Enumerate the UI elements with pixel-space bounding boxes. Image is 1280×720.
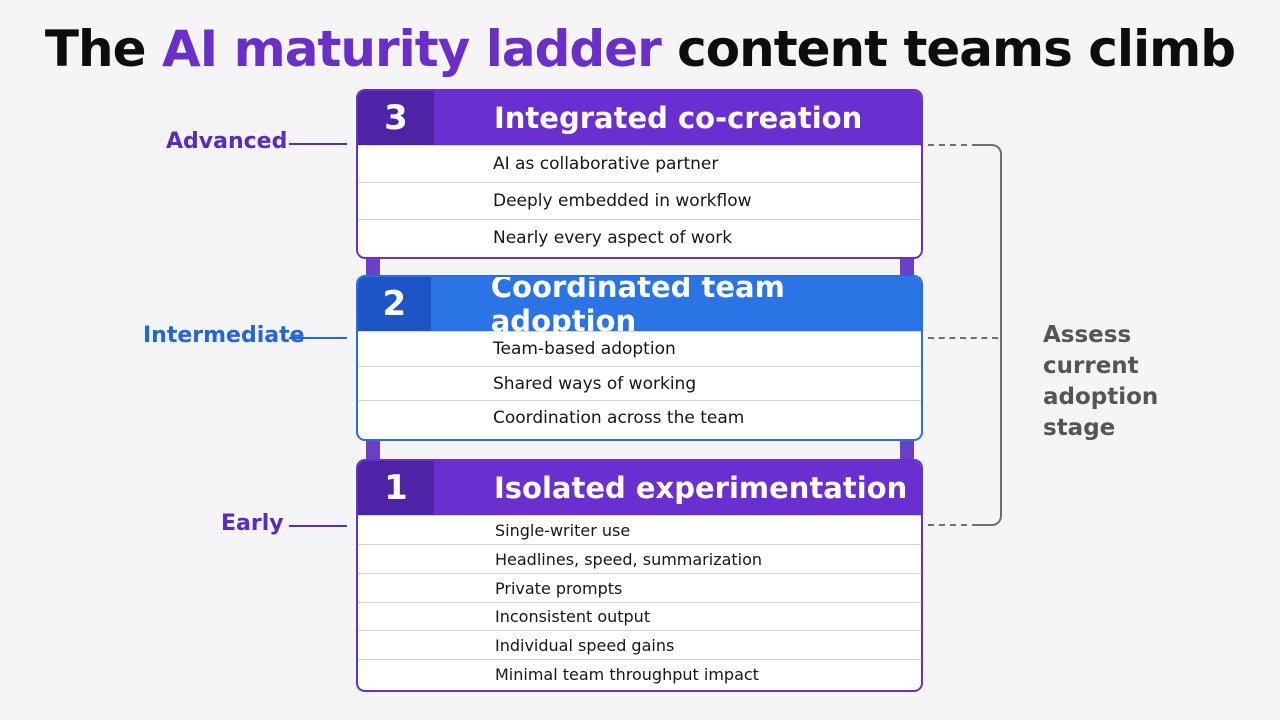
level-1-item: Minimal team throughput impact bbox=[358, 659, 921, 688]
level-label-advanced: Advanced bbox=[166, 129, 288, 154]
level-1-item: Single-writer use bbox=[358, 515, 921, 544]
dashed-connector-middle bbox=[928, 337, 998, 339]
level-connector-intermediate bbox=[289, 337, 347, 339]
level-3-item: Deeply embedded in workflow bbox=[358, 182, 921, 219]
assess-stage-note: Assess current adoption stage bbox=[1043, 320, 1243, 444]
level-1-item: Private prompts bbox=[358, 573, 921, 602]
level-connector-advanced bbox=[289, 143, 347, 145]
level-2-title: Coordinated team adoption bbox=[490, 275, 785, 338]
level-1-item: Headlines, speed, summarization bbox=[358, 544, 921, 573]
level-card-intermediate: 2 Coordinated team adoption Team-based a… bbox=[356, 275, 923, 441]
level-3-number: 3 bbox=[358, 91, 434, 145]
assess-line: stage bbox=[1043, 415, 1116, 441]
level-3-item: Nearly every aspect of work bbox=[358, 219, 921, 256]
level-1-item: Individual speed gains bbox=[358, 630, 921, 659]
level-1-header: 1 Isolated experimentation bbox=[358, 461, 921, 515]
level-2-number: 2 bbox=[358, 277, 431, 331]
level-2-item: Coordination across the team bbox=[358, 400, 921, 435]
level-card-advanced: 3 Integrated co-creation AI as collabora… bbox=[356, 89, 923, 259]
level-connector-early bbox=[289, 525, 347, 527]
level-card-early: 1 Isolated experimentation Single-writer… bbox=[356, 459, 923, 692]
dashed-connector-top bbox=[928, 144, 978, 146]
title-suffix: content teams climb bbox=[660, 20, 1236, 78]
level-1-item: Inconsistent output bbox=[358, 602, 921, 630]
page-title: The AI maturity ladder content teams cli… bbox=[0, 16, 1280, 82]
title-prefix: The bbox=[44, 20, 162, 78]
assess-line: Assess bbox=[1043, 322, 1132, 348]
level-3-header: 3 Integrated co-creation bbox=[358, 91, 921, 145]
level-label-intermediate: Intermediate bbox=[143, 323, 305, 348]
assess-line: adoption bbox=[1043, 384, 1159, 410]
title-highlight: AI maturity ladder bbox=[161, 20, 662, 78]
level-label-early: Early bbox=[221, 511, 284, 536]
level-2-item: Shared ways of working bbox=[358, 366, 921, 400]
level-3-title: Integrated co-creation bbox=[494, 101, 863, 135]
level-2-item: Team-based adoption bbox=[358, 331, 921, 366]
assess-line: current bbox=[1043, 353, 1139, 379]
assessment-bracket bbox=[978, 144, 1002, 526]
level-1-title: Isolated experimentation bbox=[494, 471, 908, 505]
dashed-connector-bottom bbox=[928, 524, 978, 526]
level-1-number: 1 bbox=[358, 461, 434, 515]
level-2-header: 2 Coordinated team adoption bbox=[358, 277, 921, 338]
level-3-item: AI as collaborative partner bbox=[358, 145, 921, 182]
